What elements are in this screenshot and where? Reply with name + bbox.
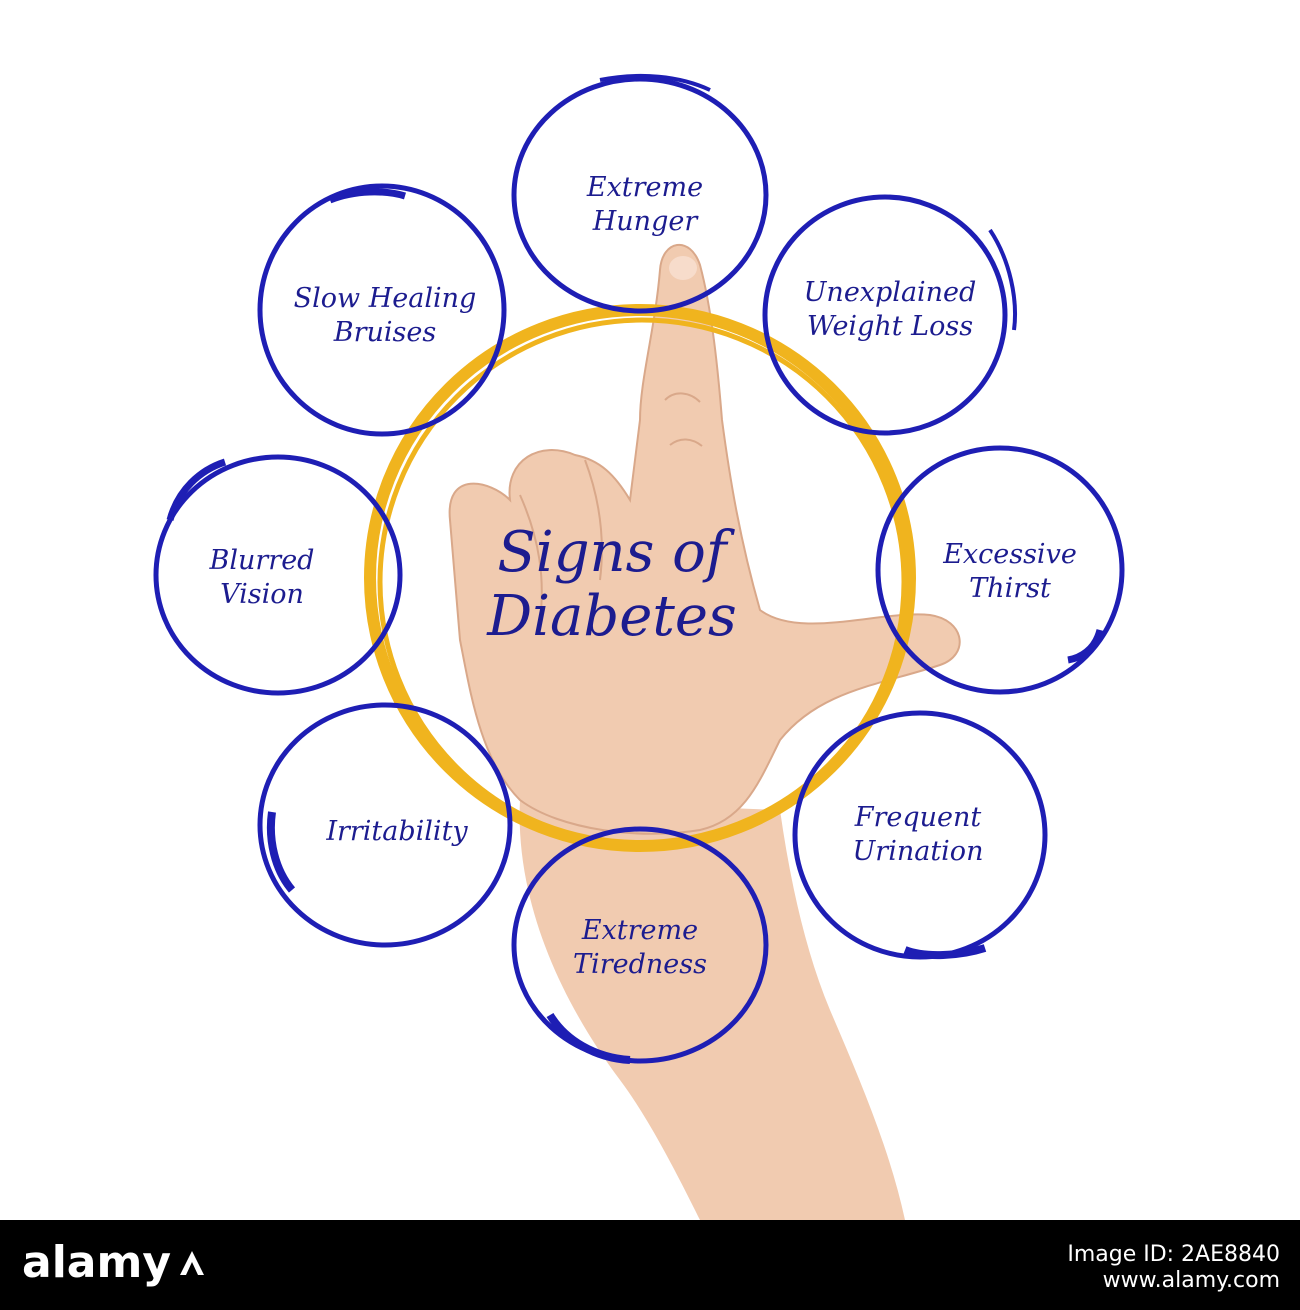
sign-label-frequent-urination: Frequent Urination bbox=[852, 802, 984, 867]
circle-irritability bbox=[257, 702, 513, 948]
sign-label-blurred-vision: Blurred Vision bbox=[209, 545, 315, 610]
sign-label-slow-healing-bruises: Slow Healing Bruises bbox=[293, 283, 477, 348]
diagram-scene: Signs of Diabetes Extreme Hunger Unexpla… bbox=[153, 73, 1125, 1220]
watermark-footer: alamy Image ID: 2AE8840 www.alamy.com bbox=[0, 1220, 1300, 1310]
circle-extreme-hunger bbox=[511, 73, 769, 314]
circle-frequent-urination bbox=[792, 710, 1048, 960]
image-id-label: Image ID: 2AE8840 bbox=[1067, 1242, 1280, 1267]
alamy-a-icon bbox=[180, 1251, 204, 1275]
image-id-info: Image ID: 2AE8840 www.alamy.com bbox=[1067, 1242, 1280, 1294]
fingernail bbox=[669, 256, 697, 280]
palm bbox=[448, 244, 961, 835]
brand-name: alamy bbox=[22, 1237, 171, 1288]
circle-unexplained-weight-loss bbox=[762, 194, 1017, 436]
site-url[interactable]: www.alamy.com bbox=[1102, 1268, 1280, 1293]
pointing-hand-image bbox=[448, 244, 961, 1220]
brand-logo[interactable]: alamy bbox=[22, 1238, 207, 1288]
sign-label-unexplained-weight-loss: Unexplained Weight Loss bbox=[803, 277, 977, 342]
circle-blurred-vision bbox=[153, 454, 403, 696]
diagram-title: Signs of Diabetes bbox=[487, 520, 737, 649]
sign-label-extreme-hunger: Extreme Hunger bbox=[586, 172, 704, 237]
sign-circles bbox=[153, 73, 1125, 1064]
circle-excessive-thirst bbox=[875, 445, 1125, 695]
circle-extreme-tiredness bbox=[511, 826, 769, 1064]
diagram-art bbox=[153, 73, 1125, 1220]
forearm bbox=[519, 800, 905, 1220]
sign-label-extreme-tiredness: Extreme Tiredness bbox=[573, 915, 707, 980]
sign-label-excessive-thirst: Excessive Thirst bbox=[943, 539, 1077, 604]
circle-slow-healing-bruises bbox=[257, 183, 507, 437]
sign-label-irritability: Irritability bbox=[326, 816, 468, 847]
